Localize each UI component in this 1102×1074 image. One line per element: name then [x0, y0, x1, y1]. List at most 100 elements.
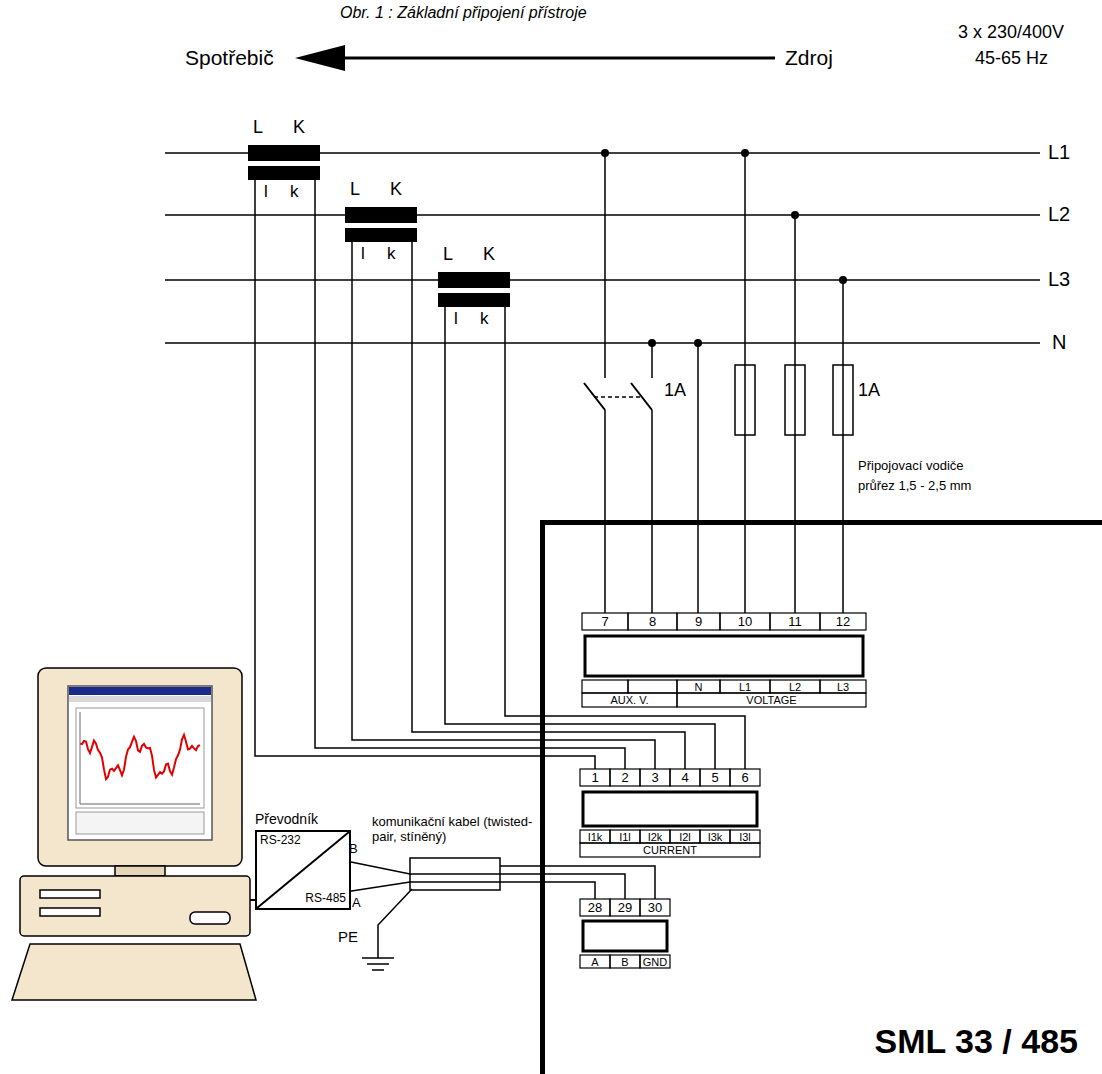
figure-title: Obr. 1 : Základní připojení přístroje — [340, 4, 587, 22]
terminal-cell — [580, 899, 610, 916]
terminal-label: N — [677, 681, 720, 694]
terminal-label: B — [610, 956, 640, 969]
terminal-label: 12 — [820, 614, 866, 629]
terminal-label: AUX. V. — [582, 694, 677, 707]
device-name: SML 33 / 485 — [875, 1022, 1079, 1061]
terminal-cell — [628, 613, 677, 630]
wiring-label: 1A — [664, 380, 686, 401]
phase-lines — [165, 153, 1040, 343]
terminal-label: L2 — [770, 681, 820, 694]
wiring-label: K — [483, 244, 495, 265]
terminal-cell — [582, 680, 628, 693]
terminal-cell — [730, 769, 760, 786]
wiring-label: Spotřebič — [185, 46, 274, 70]
terminal-cell — [677, 613, 720, 630]
ct-core — [248, 166, 320, 180]
terminal-label: GND — [640, 956, 670, 969]
terminal-label: 7 — [582, 614, 628, 629]
junction-dots — [601, 149, 847, 347]
terminal-cell — [730, 830, 760, 843]
wiring-label: l — [264, 182, 268, 202]
wiring-label: L2 — [1048, 203, 1070, 226]
wiring-label: l — [361, 244, 365, 264]
terminal-label: 4 — [670, 770, 700, 785]
terminal-cell — [582, 613, 628, 630]
ct-core — [438, 293, 510, 307]
terminal-label: CURRENT — [580, 844, 760, 857]
terminal-cell — [610, 769, 640, 786]
terminal-label: I1l — [610, 831, 640, 844]
circuit-breaker — [584, 153, 652, 613]
terminal-blocks — [580, 613, 866, 968]
wiring-label: k — [290, 182, 299, 202]
terminal-cell — [610, 899, 640, 916]
ct-core — [345, 228, 417, 242]
cable-label: komunikační kabel (twisted-pair, stíněný… — [372, 815, 537, 845]
terminal-label: L3 — [820, 681, 866, 694]
terminal-label: 3 — [640, 770, 670, 785]
ct-lead — [445, 307, 715, 769]
fuse-symbol — [735, 365, 853, 435]
waveform — [80, 735, 200, 779]
wiring-label: 1A — [858, 380, 880, 401]
wiring-label: N — [1052, 331, 1066, 354]
wiring-label: K — [390, 179, 402, 200]
terminal-label: 9 — [677, 614, 720, 629]
arrow-head — [295, 45, 345, 71]
wiring-label: k — [480, 309, 489, 329]
terminal-label: 6 — [730, 770, 760, 785]
wiring-label: PE — [338, 928, 358, 945]
terminal-label: 29 — [610, 900, 640, 915]
wiring-label: A — [352, 896, 361, 911]
terminal-cell — [640, 955, 670, 968]
terminal-label: L1 — [720, 681, 770, 694]
terminal-cell — [677, 680, 720, 693]
wiring-label: L — [443, 244, 453, 265]
terminal-cell — [770, 613, 820, 630]
terminal-label: 28 — [580, 900, 610, 915]
terminal-label: 2 — [610, 770, 640, 785]
terminal-label: A — [580, 956, 610, 969]
terminal-label: 1 — [580, 770, 610, 785]
cable-connector — [351, 862, 540, 874]
terminal-label: I2k — [640, 831, 670, 844]
terminal-cell — [640, 769, 670, 786]
ct-lead — [315, 180, 625, 769]
wiring-label: L — [253, 117, 263, 138]
wiring-label: 45-65 Hz — [975, 48, 1048, 69]
terminal-label: 8 — [628, 614, 677, 629]
terminal-cell — [720, 680, 770, 693]
direction-arrow — [343, 57, 775, 60]
plot-axes — [80, 712, 200, 804]
terminal-cell — [610, 830, 640, 843]
terminal-cell — [580, 830, 610, 843]
terminal-cell — [770, 680, 820, 693]
terminal-cell — [720, 613, 770, 630]
ct-core — [345, 207, 417, 223]
terminal-cell — [582, 693, 677, 707]
converter-box: PřevodníkRS-232RS-485 — [255, 830, 351, 910]
wiring-label: Zdroj — [785, 46, 833, 70]
terminal-cell — [820, 680, 866, 693]
wiring-label: L3 — [1048, 268, 1070, 291]
wiring-label: l — [454, 309, 458, 329]
terminal-label: I2l — [670, 831, 700, 844]
terminal-cell — [640, 899, 670, 916]
terminal-cell — [580, 843, 760, 857]
diagonal-line — [257, 832, 349, 908]
terminal-cell — [820, 613, 866, 630]
terminal-label: I3k — [700, 831, 730, 844]
terminal-cell — [640, 830, 670, 843]
terminal-label: 30 — [640, 900, 670, 915]
terminal-label: 10 — [720, 614, 770, 629]
wiring-label: K — [293, 117, 305, 138]
converter-heading: Převodník — [255, 811, 318, 827]
wiring-label: 3 x 230/400V — [958, 22, 1064, 43]
terminal-cell — [580, 955, 610, 968]
wiring-label: Připojovací vodiče průřez 1,5 - 2,5 mm — [858, 456, 998, 495]
ct-core — [248, 145, 320, 161]
interface-name: RS-485 — [305, 892, 346, 906]
wiring-label: L1 — [1048, 141, 1070, 164]
computer-illustration — [12, 668, 256, 1000]
